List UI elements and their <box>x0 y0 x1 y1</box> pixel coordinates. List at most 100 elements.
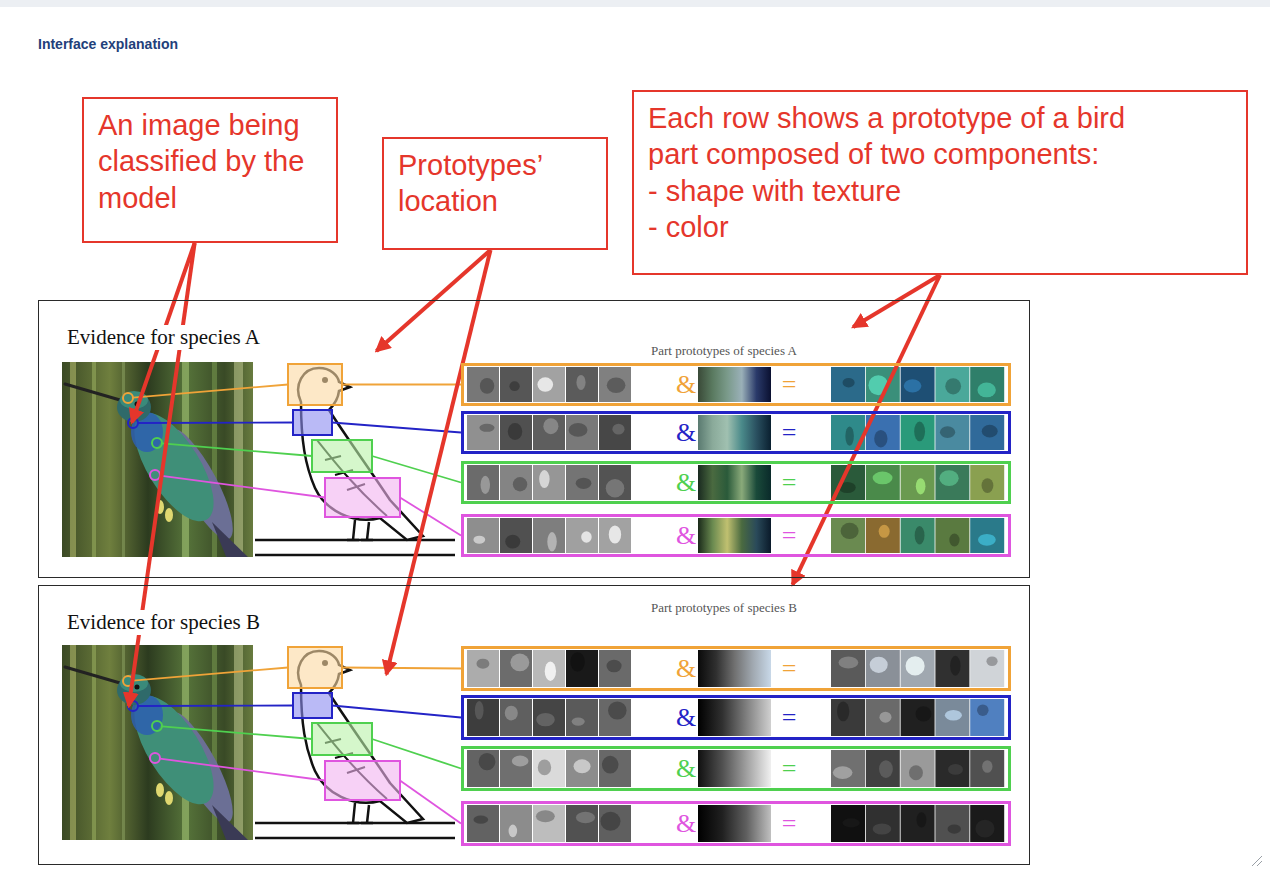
text-slot: = <box>782 698 797 737</box>
patch-texture <box>608 701 627 719</box>
patch <box>970 415 1004 450</box>
grass-stem <box>122 645 125 840</box>
resize-handle <box>1257 861 1262 866</box>
operator-symbol: & <box>676 470 696 496</box>
patch-texture <box>569 423 588 437</box>
patch-texture <box>602 756 619 774</box>
operator-symbol: & <box>676 656 696 682</box>
prototype-patches <box>467 805 1004 842</box>
prototype-row: &= <box>461 514 1011 557</box>
text-slot: = <box>782 804 797 843</box>
patch <box>901 750 935 787</box>
patch <box>935 699 969 736</box>
patch <box>599 465 631 500</box>
patch-texture <box>576 812 595 823</box>
prototype-patches <box>467 650 1004 687</box>
patch-texture <box>906 656 925 675</box>
patch <box>533 699 565 736</box>
patch <box>866 465 900 500</box>
patch <box>831 750 865 787</box>
text-slot: & <box>676 517 696 554</box>
patch <box>500 367 532 402</box>
patch <box>500 518 532 553</box>
color-bar <box>698 750 771 787</box>
patch-texture <box>539 470 549 488</box>
bird-beak <box>65 667 120 683</box>
patch <box>599 699 631 736</box>
prototype-patches <box>467 699 1004 736</box>
prototype-heading: Part prototypes of species A <box>649 343 799 359</box>
patch <box>970 650 1004 687</box>
operator-symbol: & <box>676 372 696 398</box>
text-slot: = <box>782 414 797 451</box>
leader-line <box>372 456 461 483</box>
operator-symbol: = <box>782 656 797 682</box>
patch <box>467 367 499 402</box>
patch-texture <box>480 378 494 394</box>
patch <box>566 699 598 736</box>
patch <box>566 518 598 553</box>
callout-text: An image being classified by the model <box>98 107 322 216</box>
bird-beak <box>65 384 120 400</box>
patch-texture <box>481 476 491 494</box>
patch <box>467 699 499 736</box>
operator-symbol: & <box>676 756 696 782</box>
patch <box>970 750 1004 787</box>
patch <box>935 650 969 687</box>
patch-texture <box>916 478 926 494</box>
patch <box>467 750 499 787</box>
patch <box>566 750 598 787</box>
part-location-box <box>288 647 342 688</box>
bird-foot <box>156 783 164 797</box>
patch-texture <box>538 760 551 776</box>
patch <box>599 650 631 687</box>
patch <box>500 805 532 842</box>
operator-symbol: & <box>676 420 696 446</box>
patch-texture <box>949 534 959 547</box>
bird-sketch <box>255 647 455 838</box>
patch-texture <box>945 710 962 721</box>
part-location-box <box>325 761 400 800</box>
grass-stem <box>234 645 243 840</box>
patch-texture <box>870 657 888 673</box>
callout-text: Prototypes’ location <box>398 147 592 220</box>
location-circle <box>152 438 162 448</box>
text-slot: & <box>676 649 696 688</box>
part-location-box <box>288 364 342 405</box>
operator-symbol: = <box>782 523 797 549</box>
bird-tail <box>212 805 250 840</box>
prototype-row: &= <box>461 746 1011 791</box>
photo-background <box>62 362 253 557</box>
patch-texture <box>576 375 585 390</box>
patch <box>970 367 1004 402</box>
patch <box>599 415 631 450</box>
patch <box>467 518 499 553</box>
text-slot: & <box>676 804 696 843</box>
patch <box>901 465 935 500</box>
patch <box>467 805 499 842</box>
patch-texture <box>476 659 489 669</box>
part-location-box <box>293 410 332 435</box>
patch-texture <box>536 810 555 822</box>
operator-symbol: = <box>782 705 797 731</box>
operator-symbol: = <box>782 756 797 782</box>
leader-line <box>138 422 293 424</box>
bird-eye <box>135 685 140 690</box>
callout-text: Each row shows a prototype of a bird par… <box>648 100 1148 173</box>
patch-texture <box>609 525 621 543</box>
patch <box>970 518 1004 553</box>
leader-line <box>133 385 288 398</box>
patch <box>831 518 865 553</box>
patch <box>970 465 1004 500</box>
grass-stem <box>70 362 76 557</box>
prototype-patches <box>467 750 1004 787</box>
leader-line <box>133 668 288 681</box>
panel-heading: Evidence for species A <box>65 325 262 350</box>
bird-foot <box>165 791 173 805</box>
color-bar <box>698 518 771 553</box>
patch-texture <box>843 378 855 388</box>
text-slot: Evidence for species B <box>65 610 262 635</box>
patch-texture <box>570 652 584 671</box>
patch-texture <box>982 425 998 438</box>
leader-line <box>372 739 461 769</box>
